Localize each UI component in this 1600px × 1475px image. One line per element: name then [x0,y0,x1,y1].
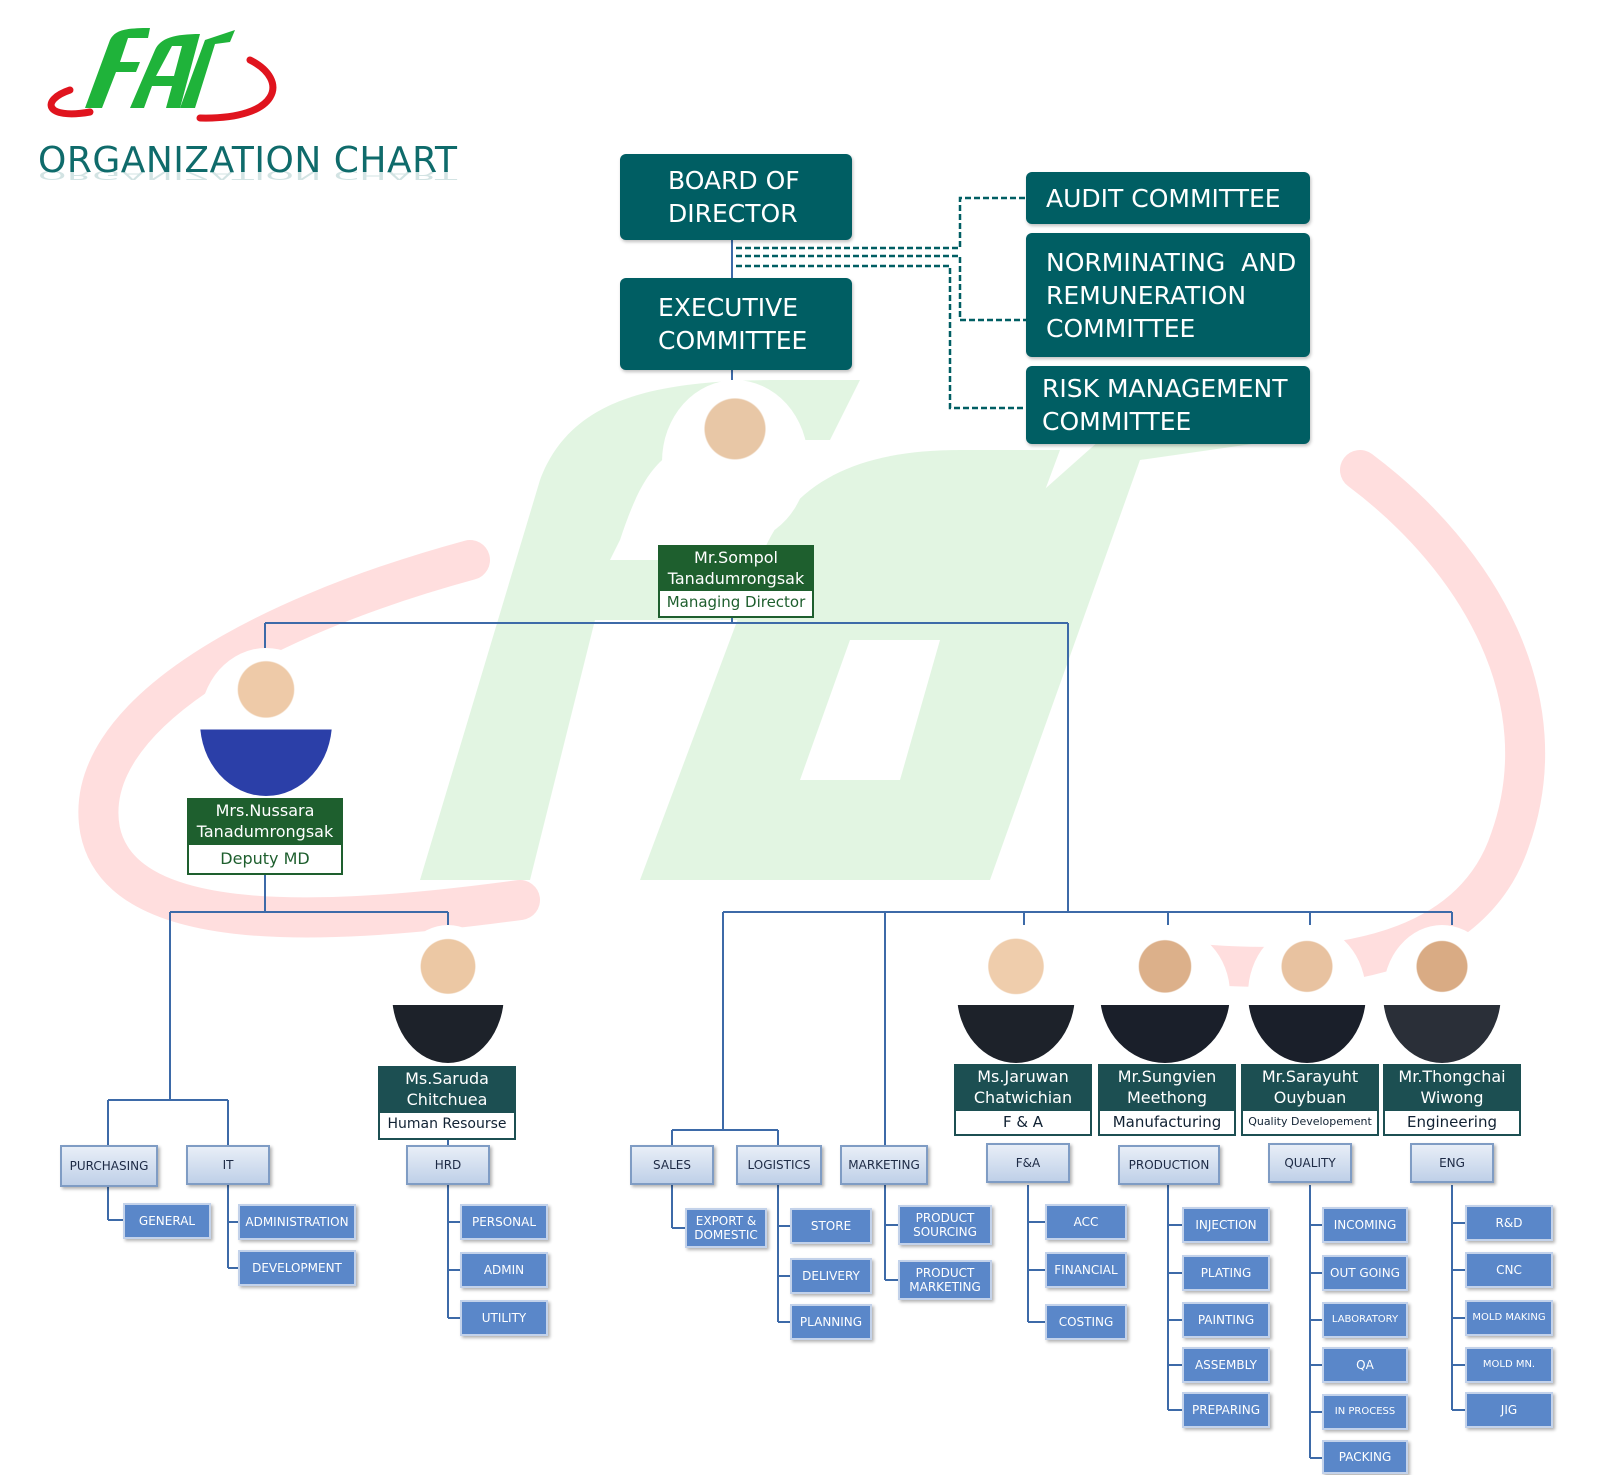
person-role: Manufacturing [1098,1109,1236,1136]
subdept-admin: ADMIN [460,1252,548,1288]
person-role: Engineering [1383,1109,1521,1136]
person-name: Mrs.Nussara Tanadumrongsak [187,798,343,844]
subdept-preparing: PREPARING [1182,1392,1270,1428]
title-reflection: ORGANIZATION CHART [38,167,458,182]
subdept-mold-making: MOLD MAKING [1465,1300,1553,1336]
dept-it: IT [186,1145,270,1185]
dept-marketing: MARKETING [840,1145,928,1185]
person-role: Managing Director [658,589,814,618]
nominating-committee-box: NORMINATING AND REMUNERATION COMMITTEE [1026,233,1310,357]
person-name: Mr.Sompol Tanadumrongsak [658,545,814,591]
subdept-cnc: CNC [1465,1252,1553,1288]
avatar [957,925,1075,1063]
subdept-packing: PACKING [1322,1440,1408,1474]
subdept-rnd: R&D [1465,1205,1553,1241]
risk-management-committee-box: RISK MANAGEMENT COMMITTEE [1026,366,1310,444]
person-role: Deputy MD [187,843,343,875]
subdept-costing: COSTING [1045,1304,1127,1340]
executive-committee-box: EXECUTIVE COMMITTEE [620,278,852,370]
avatar [392,925,504,1063]
subdept-personal: PERSONAL [460,1204,548,1240]
subdept-jig: JIG [1465,1392,1553,1428]
person-name: Ms.Jaruwan Chatwichian [954,1064,1092,1110]
dept-logistics: LOGISTICS [736,1145,822,1185]
person-role: Quality Developement [1241,1109,1379,1136]
subdept-injection: INJECTION [1182,1207,1270,1243]
person-role: F & A [954,1109,1092,1136]
subdept-export-domestic: EXPORT & DOMESTIC [685,1208,767,1248]
person-name: Mr.Thongchai Wiwong [1383,1064,1521,1110]
avatar [200,648,332,796]
subdept-plating: PLATING [1182,1255,1270,1291]
person-role: Human Resourse [378,1111,516,1140]
page-title: ORGANIZATION CHART [38,140,458,181]
audit-committee-box: AUDIT COMMITTEE [1026,172,1310,224]
dept-fna: F&A [986,1143,1070,1183]
dept-purchasing: PURCHASING [60,1145,158,1187]
dept-production: PRODUCTION [1118,1145,1220,1185]
subdept-assembly: ASSEMBLY [1182,1347,1270,1383]
subdept-utility: UTILITY [460,1300,548,1336]
subdept-delivery: DELIVERY [790,1258,872,1294]
avatar [1383,925,1501,1063]
person-name: Mr.Sungvien Meethong [1098,1064,1236,1110]
dept-eng: ENG [1410,1143,1494,1183]
board-of-director-box: BOARD OF DIRECTOR [620,154,852,240]
subdept-out-going: OUT GOING [1322,1255,1408,1291]
subdept-incoming: INCOMING [1322,1207,1408,1243]
subdept-planning: PLANNING [790,1304,872,1340]
subdept-development: DEVELOPMENT [238,1250,356,1286]
person-name: Mr.Sarayuht Ouybuan [1241,1064,1379,1110]
subdept-mold-mn: MOLD MN. [1465,1347,1553,1383]
subdept-financial: FINANCIAL [1045,1252,1127,1288]
subdept-acc: ACC [1045,1204,1127,1240]
avatar [1248,925,1366,1063]
dept-sales: SALES [630,1145,714,1185]
dept-quality: QUALITY [1268,1143,1352,1183]
subdept-product-marketing: PRODUCT MARKETING [898,1260,992,1300]
subdept-laboratory: LABORATORY [1322,1302,1408,1338]
person-name: Ms.Saruda Chitchuea [378,1066,516,1112]
subdept-qa: QA [1322,1347,1408,1383]
subdept-painting: PAINTING [1182,1302,1270,1338]
subdept-product-sourcing: PRODUCT SOURCING [898,1205,992,1245]
avatar [662,380,808,543]
dept-hrd: HRD [406,1145,490,1185]
avatar [1100,925,1230,1063]
fai-logo [47,28,277,122]
subdept-in-process: IN PROCESS [1322,1394,1408,1430]
subdept-store: STORE [790,1208,872,1244]
subdept-administration: ADMINISTRATION [238,1204,356,1240]
subdept-general: GENERAL [123,1203,211,1239]
